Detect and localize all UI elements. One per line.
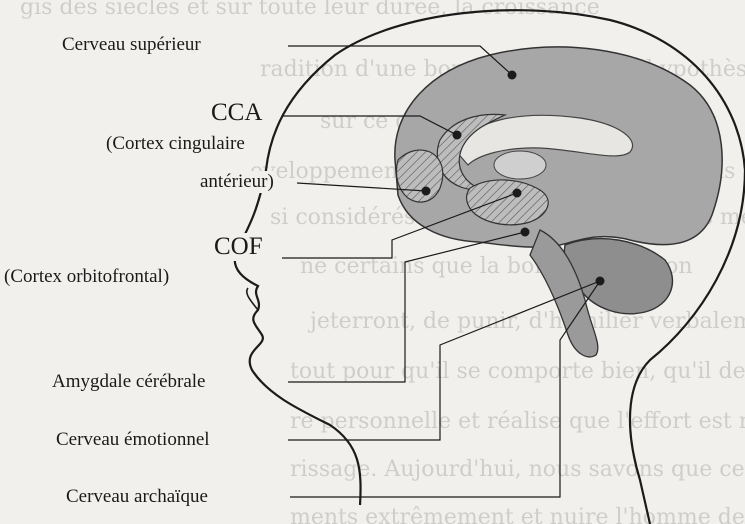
orbitofrontal-cortex xyxy=(396,150,442,202)
label-cof: COF xyxy=(212,233,265,261)
thalamus xyxy=(494,151,546,179)
label-cca-full-2: antérieur) xyxy=(198,171,276,193)
label-cof-full: (Cortex orbitofrontal) xyxy=(2,266,171,288)
label-cerveau-superieur: Cerveau supérieur xyxy=(60,34,203,56)
label-cca-full-1: (Cortex cingulaire xyxy=(104,133,247,155)
label-amygdale: Amygdale cérébrale xyxy=(50,371,208,393)
label-cerveau-archaique: Cerveau archaïque xyxy=(64,486,210,508)
label-cerveau-emotionnel: Cerveau émotionnel xyxy=(54,429,212,451)
label-cca: CCA xyxy=(209,99,264,127)
